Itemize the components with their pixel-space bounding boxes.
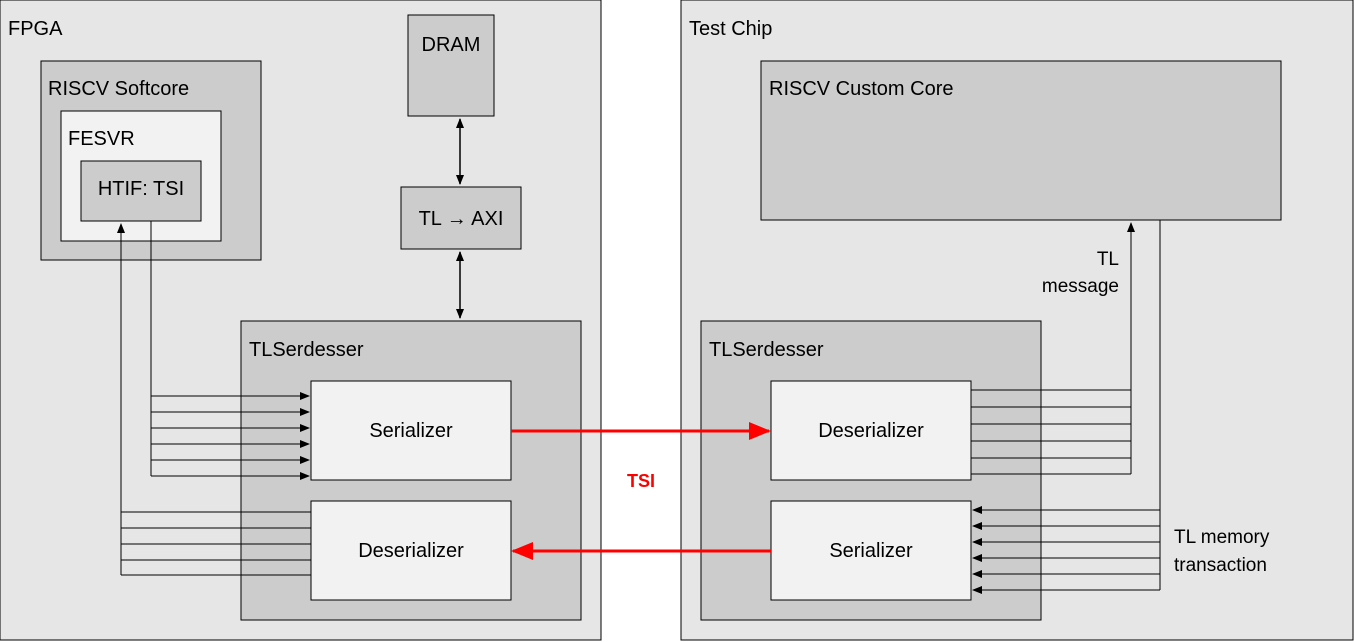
- htif-tsi-label: HTIF: TSI: [98, 178, 184, 200]
- testchip-title: Test Chip: [689, 18, 772, 40]
- htif-to-serializer-bus: [150, 221, 310, 480]
- htif-tsi-box: [80, 160, 202, 222]
- testchip-deserializer-label: Deserializer: [818, 420, 924, 442]
- riscv-softcore-label: RISCV Softcore: [48, 78, 189, 100]
- riscv-custom-core-label: RISCV Custom Core: [769, 78, 954, 100]
- dram-box: [407, 14, 495, 117]
- tl-memory-transaction-line2: transaction: [1174, 555, 1267, 576]
- fpga-title: FPGA: [8, 18, 63, 40]
- tsi-label: TSI: [627, 471, 655, 491]
- fpga-serializer-label: Serializer: [369, 420, 453, 442]
- dram-label: DRAM: [422, 34, 481, 56]
- tl-message-line1: TL: [1097, 249, 1119, 270]
- tl-message-line2: message: [1042, 276, 1119, 297]
- core-to-serializer-bus: [972, 220, 1161, 594]
- tl-axi-label: TL → AXI: [419, 208, 504, 230]
- testchip-serializer-box: [770, 500, 972, 601]
- fpga-tlserdesser-label: TLSerdesser: [249, 339, 364, 361]
- fesvr-label: FESVR: [68, 128, 135, 150]
- fpga-serializer-box: [310, 380, 512, 481]
- testchip-deserializer-box: [770, 380, 972, 481]
- tl-axi-box: [400, 186, 522, 250]
- tsi-link: TSI: [511, 422, 771, 560]
- testchip-block: Test Chip RISCV Custom Core TLSerdesser …: [680, 0, 1354, 641]
- fpga-deserializer-label: Deserializer: [358, 540, 464, 562]
- riscv-custom-core-box: [760, 60, 1282, 221]
- fpga-block: FPGA RISCV Softcore FESVR HTIF: TSI DRAM…: [0, 0, 602, 641]
- testchip-serializer-label: Serializer: [829, 540, 913, 562]
- fpga-deserializer-box: [310, 500, 512, 601]
- deserializer-to-htif-bus: [117, 223, 311, 576]
- tl-memory-transaction-line1: TL memory: [1174, 527, 1270, 548]
- testchip-tlserdesser-label: TLSerdesser: [709, 339, 824, 361]
- deserializer-to-core-bus: [971, 222, 1135, 475]
